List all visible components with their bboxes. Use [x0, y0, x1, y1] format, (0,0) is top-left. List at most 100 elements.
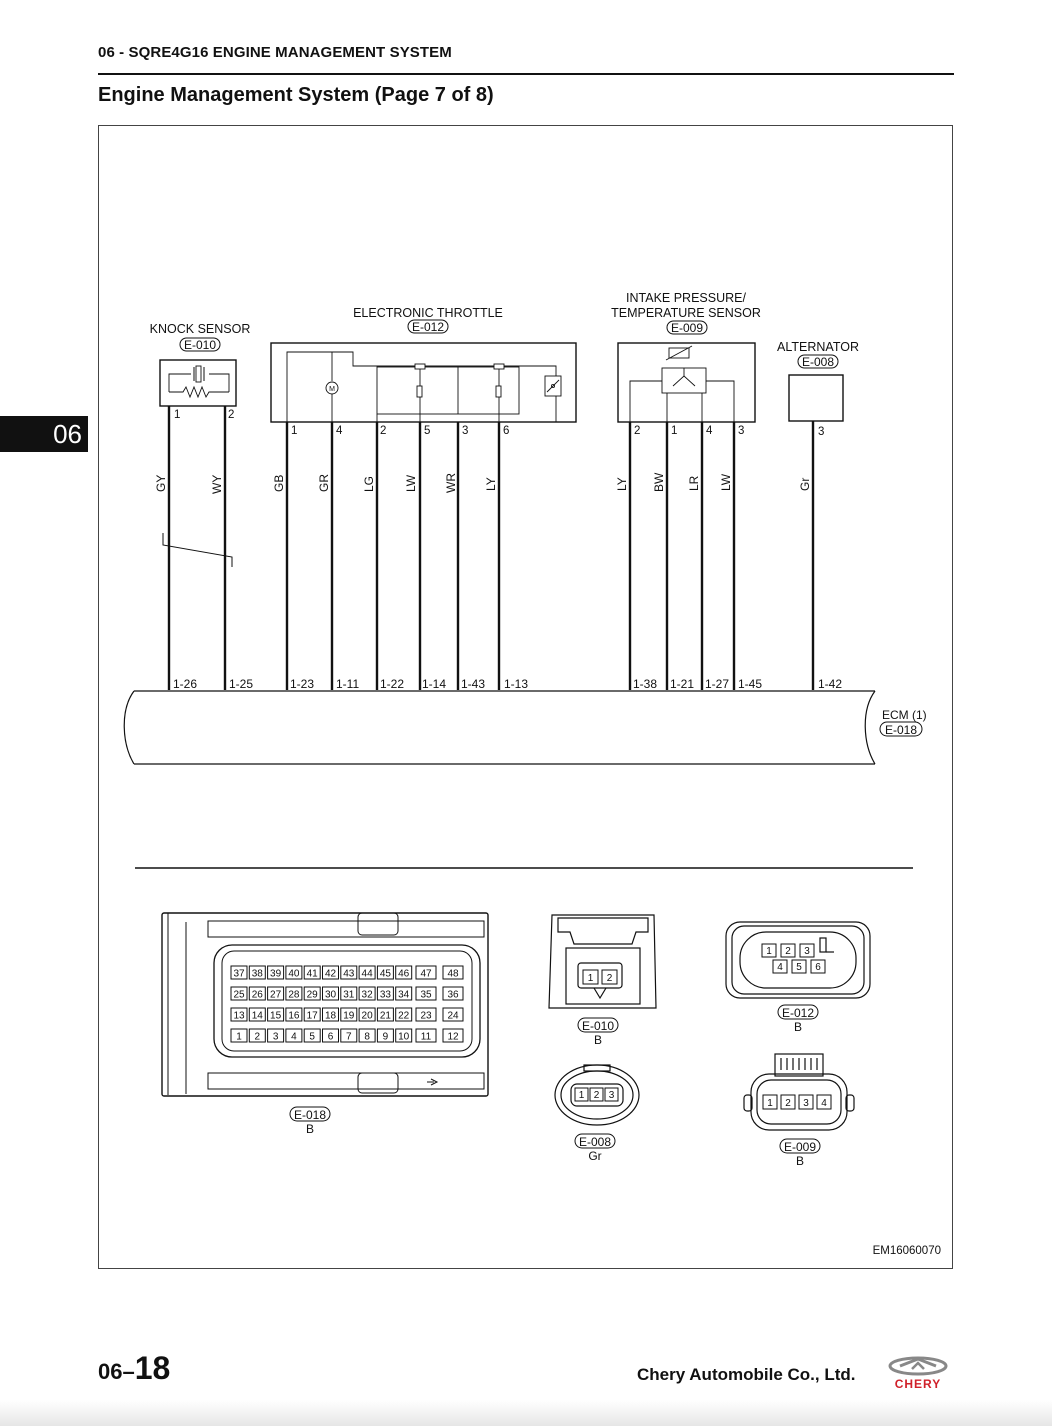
e018-pin-cell [442, 1028, 464, 1043]
e018-pin-label: 23 [420, 1011, 432, 1022]
e018-pin-label: 10 [398, 1032, 410, 1043]
e018-pin-label: 44 [362, 969, 374, 980]
e012-pins: 1 2 3 4 5 6 [761, 943, 826, 974]
e018-pin-label: 22 [398, 1011, 410, 1022]
e018-pin-cell [285, 986, 303, 1001]
e018-pin-cell [267, 1007, 285, 1022]
e018-pin-label: 31 [343, 990, 355, 1001]
e018-pin-label: 37 [233, 969, 245, 980]
e018-pin-cell [358, 965, 376, 980]
e018-pin-cell [303, 1028, 321, 1043]
alternator-connector-id: E-008 [802, 355, 834, 369]
ecm-pin: 1-45 [738, 677, 762, 691]
e010-pin: 2 [607, 973, 613, 984]
knock-sensor-connector-id: E-010 [184, 338, 216, 352]
e018-pin-label: 36 [447, 990, 459, 1001]
e018-pin-cell [230, 1007, 248, 1022]
chery-logo-icon [888, 1356, 948, 1376]
e018-pin-cell [442, 965, 464, 980]
wire-color: LW [404, 474, 418, 492]
intake-connector-id: E-009 [671, 321, 703, 335]
e018-pin-cell [376, 986, 394, 1001]
e018-pin-cell [230, 965, 248, 980]
e018-pin-cell [340, 1007, 358, 1022]
intake-sensor: INTAKE PRESSURE/ TEMPERATURE SENSOR E-00… [611, 291, 761, 437]
e018-pin-cell [415, 1028, 437, 1043]
e018-pin-cell [415, 965, 437, 980]
throttle-pin: 1 [291, 425, 297, 437]
wire-color-labels: GY WY GB GR LG LW WR LY LY BW LR LW Gr [154, 472, 812, 494]
e018-pin-cell [415, 986, 437, 1001]
e018-pin-label: 8 [364, 1032, 370, 1043]
e012-pin: 6 [815, 962, 821, 973]
e018-pin-label: 19 [343, 1011, 355, 1022]
e008-pin: 2 [594, 1090, 600, 1101]
e018-pin-cell [340, 1028, 358, 1043]
e018-pin-cell [395, 986, 413, 1001]
e018-pin-label: 39 [270, 969, 282, 980]
e018-pin-label: 46 [398, 969, 410, 980]
e018-pin-label: 45 [380, 969, 392, 980]
e008-pin: 1 [579, 1090, 585, 1101]
e018-pin-label: 15 [270, 1011, 282, 1022]
section-header: 06 - SQRE4G16 ENGINE MANAGEMENT SYSTEM [98, 44, 452, 61]
e018-pin-cell [267, 986, 285, 1001]
electronic-throttle: ELECTRONIC THROTTLE E-012 M 1 4 2 5 3 [270, 306, 577, 437]
e010-id: E-010 [582, 1019, 614, 1033]
knock-sensor: KNOCK SENSOR E-010 1 2 [150, 322, 251, 421]
e008-pin: 3 [609, 1090, 615, 1101]
throttle-pin: 2 [380, 425, 386, 437]
knock-sensor-label: KNOCK SENSOR [150, 322, 251, 336]
e018-pin-cell [442, 1007, 464, 1022]
e018-pin-label: 16 [288, 1011, 300, 1022]
e010-color: B [594, 1033, 602, 1047]
e018-pin-label: 40 [288, 969, 300, 980]
e018-pin-label: 25 [233, 990, 245, 1001]
e018-pin-cell [358, 1028, 376, 1043]
e018-pin-label: 34 [398, 990, 410, 1001]
e018-pin-label: 32 [362, 990, 374, 1001]
e009-pin: 1 [767, 1098, 773, 1109]
e018-pin-cell [322, 986, 339, 1001]
e018-pin-cell [358, 1007, 376, 1022]
logo-text: CHERY [894, 1377, 942, 1391]
intake-label-line1: INTAKE PRESSURE/ [626, 291, 746, 305]
ecm-pin: 1-22 [380, 677, 404, 691]
e018-pin-cell [376, 965, 394, 980]
throttle-pin: 3 [462, 425, 468, 437]
e010-pin: 1 [588, 973, 594, 984]
e018-pin-label: 35 [420, 990, 432, 1001]
e018-pin-cell [248, 1028, 266, 1043]
e018-pin-label: 12 [447, 1032, 459, 1043]
e018-pin-cell [415, 1007, 437, 1022]
wire-color: Gr [798, 478, 812, 491]
e018-pin-label: 27 [270, 990, 282, 1001]
e018-pin-cell [340, 986, 358, 1001]
connector-e009 [743, 1053, 855, 1131]
e018-pin-cell [376, 1007, 394, 1022]
e018-pin-label: 11 [421, 1032, 432, 1043]
bottom-shade [0, 1400, 1052, 1426]
intake-label-line2: TEMPERATURE SENSOR [611, 306, 761, 320]
page-number-value: 18 [134, 1350, 171, 1386]
alternator-label: ALTERNATOR [777, 340, 859, 354]
ecm-pin: 1-27 [705, 677, 729, 691]
alternator: ALTERNATOR E-008 3 [777, 340, 859, 438]
e018-pin-cell [303, 986, 321, 1001]
e018-pin-cell [322, 1028, 339, 1043]
wire-color: GR [317, 474, 331, 492]
e018-pin-cell [248, 1007, 266, 1022]
ecm-pin: 1-42 [818, 677, 842, 691]
e018-pin-label: 7 [346, 1032, 352, 1043]
e018-pin-label: 5 [309, 1032, 315, 1043]
e018-pin-label: 41 [307, 969, 319, 980]
e018-pin-cell [395, 1028, 413, 1043]
wire-color: GB [272, 475, 286, 492]
connector-e012 [725, 921, 871, 999]
wire-color: WY [210, 475, 224, 494]
ecm-body: ECM (1) E-018 [123, 690, 927, 765]
motor-symbol: M [329, 386, 335, 393]
chapter-tab[interactable]: 06 [0, 416, 88, 452]
e018-pin-label: 26 [252, 990, 264, 1001]
